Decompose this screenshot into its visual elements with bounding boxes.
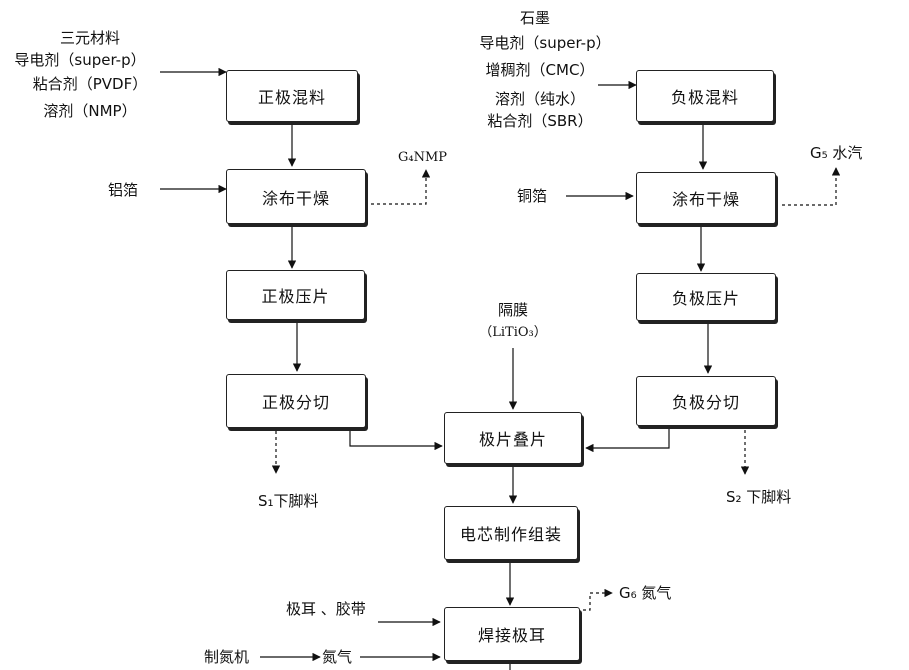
label-g6-nitrogen: G₆ 氮气 [619, 584, 672, 602]
box-positive-coat-dry: 涂布干燥 [226, 169, 366, 224]
label-tab-tape: 极耳 、胶带 [286, 600, 366, 618]
label-s1-scrap: S₁下脚料 [258, 492, 319, 510]
arrow-g6 [583, 588, 613, 611]
box-negative-mix: 负极混料 [636, 70, 774, 122]
box-negative-cut: 负极分切 [636, 376, 776, 426]
label-g5-steam: G₅ 水汽 [810, 144, 863, 162]
label-separator-formula: （LiTiO₃） [479, 325, 547, 340]
box-positive-press: 正极压片 [226, 270, 365, 320]
label-aluminum-foil: 铝箔 [108, 181, 139, 199]
label-graphite: 石墨 [519, 9, 550, 27]
box-negative-press: 负极压片 [636, 273, 776, 321]
label-pos-binder: 粘合剂（PVDF） [32, 75, 148, 93]
label-g4-nmp: G₄NMP [398, 150, 448, 165]
label-nitrogen-machine: 制氮机 [204, 648, 250, 666]
box-cell-assembly: 电芯制作组装 [444, 506, 578, 560]
label-pos-solvent: 溶剂（NMP） [43, 102, 137, 120]
box-positive-mix: 正极混料 [226, 70, 358, 122]
label-ternary-material: 三元材料 [59, 29, 120, 47]
arrow-neg-cut-stack [585, 426, 670, 453]
label-copper-foil: 铜箔 [517, 187, 548, 205]
box-stacking: 极片叠片 [444, 412, 582, 464]
label-neg-thickener: 增稠剂（CMC） [485, 61, 595, 79]
label-pos-conductive: 导电剂（super-p） [14, 51, 146, 69]
arrow-g5 [782, 167, 841, 206]
box-negative-coat-dry: 涂布干燥 [636, 172, 776, 224]
box-positive-cut: 正极分切 [226, 374, 366, 428]
label-nitrogen-input: 氮气 [322, 648, 353, 666]
arrow-g4 [371, 169, 431, 205]
label-neg-conductive: 导电剂（super-p） [479, 34, 611, 52]
label-neg-binder: 粘合剂（SBR） [487, 112, 593, 130]
label-neg-solvent: 溶剂（纯水） [494, 90, 585, 108]
label-s2-scrap: S₂ 下脚料 [726, 488, 792, 506]
label-separator: 隔膜 [497, 301, 528, 319]
box-tab-welding: 焊接极耳 [444, 607, 580, 661]
